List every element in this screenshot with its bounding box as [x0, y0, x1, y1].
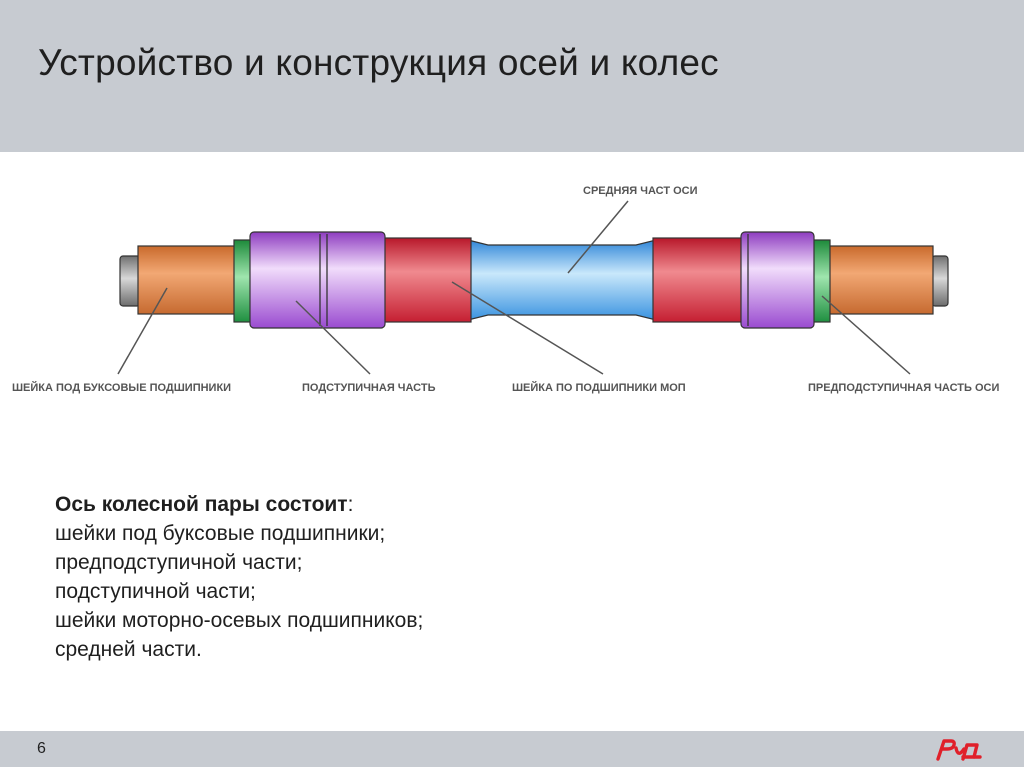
leader-pre-wheel-seat: [821, 295, 911, 375]
leader-middle: [567, 200, 629, 274]
axle-drawing: [117, 200, 949, 375]
label-motor-journal: ШЕЙКА ПО ПОДШИПНИКИ МОП: [512, 382, 686, 394]
middle-part: [467, 239, 657, 321]
label-wheel-seat: ПОДСТУПИЧНАЯ ЧАСТЬ: [302, 382, 436, 394]
label-middle-part: СРЕДНЯЯ ЧАСТ ОСИ: [583, 185, 698, 197]
label-journal: ШЕЙКА ПОД БУКСОВЫЕ ПОДШИПНИКИ: [12, 382, 232, 394]
list-item: средней части.: [55, 638, 202, 661]
right-journal: [828, 245, 934, 315]
label-pre-wheel-seat: ПРЕДПОДСТУПИЧНАЯ ЧАСТЬ ОСИ: [808, 382, 1000, 394]
footer-bar: 6: [0, 731, 1024, 767]
axle-composition-text: Ось колесной пары состоит: шейки под бук…: [55, 490, 423, 664]
leader-wheel-seat: [295, 300, 371, 375]
left-end-cap: [119, 255, 141, 307]
page-number: 6: [37, 740, 46, 757]
right-wheel-seat: [740, 231, 815, 329]
axle-diagram: СРЕДНЯЯ ЧАСТ ОСИ ШЕЙКА ПОД БУКСОВЫЕ ПОДШ…: [0, 152, 1024, 452]
leader-motor-journal: [451, 281, 604, 375]
list-item: предподступичной части;: [55, 551, 303, 574]
rzd-logo-icon: [936, 739, 982, 761]
composition-heading: Ось колесной пары состоит:: [55, 493, 354, 516]
right-motor-journal: [652, 237, 744, 323]
right-collar: [811, 239, 831, 323]
leader-journal: [117, 287, 168, 375]
list-item: шейки под буксовые подшипники;: [55, 522, 386, 545]
left-motor-journal: [382, 237, 472, 323]
left-journal: [137, 245, 236, 315]
left-collar: [233, 239, 253, 323]
list-item: подступичной части;: [55, 580, 256, 603]
left-wheel-seat: [249, 231, 386, 329]
slide-title: Устройство и конструкция осей и колес: [38, 42, 719, 83]
right-end-cap: [931, 255, 949, 307]
list-item: шейки моторно-осевых подшипников;: [55, 609, 424, 632]
header-bar: Устройство и конструкция осей и колес: [0, 0, 1024, 152]
